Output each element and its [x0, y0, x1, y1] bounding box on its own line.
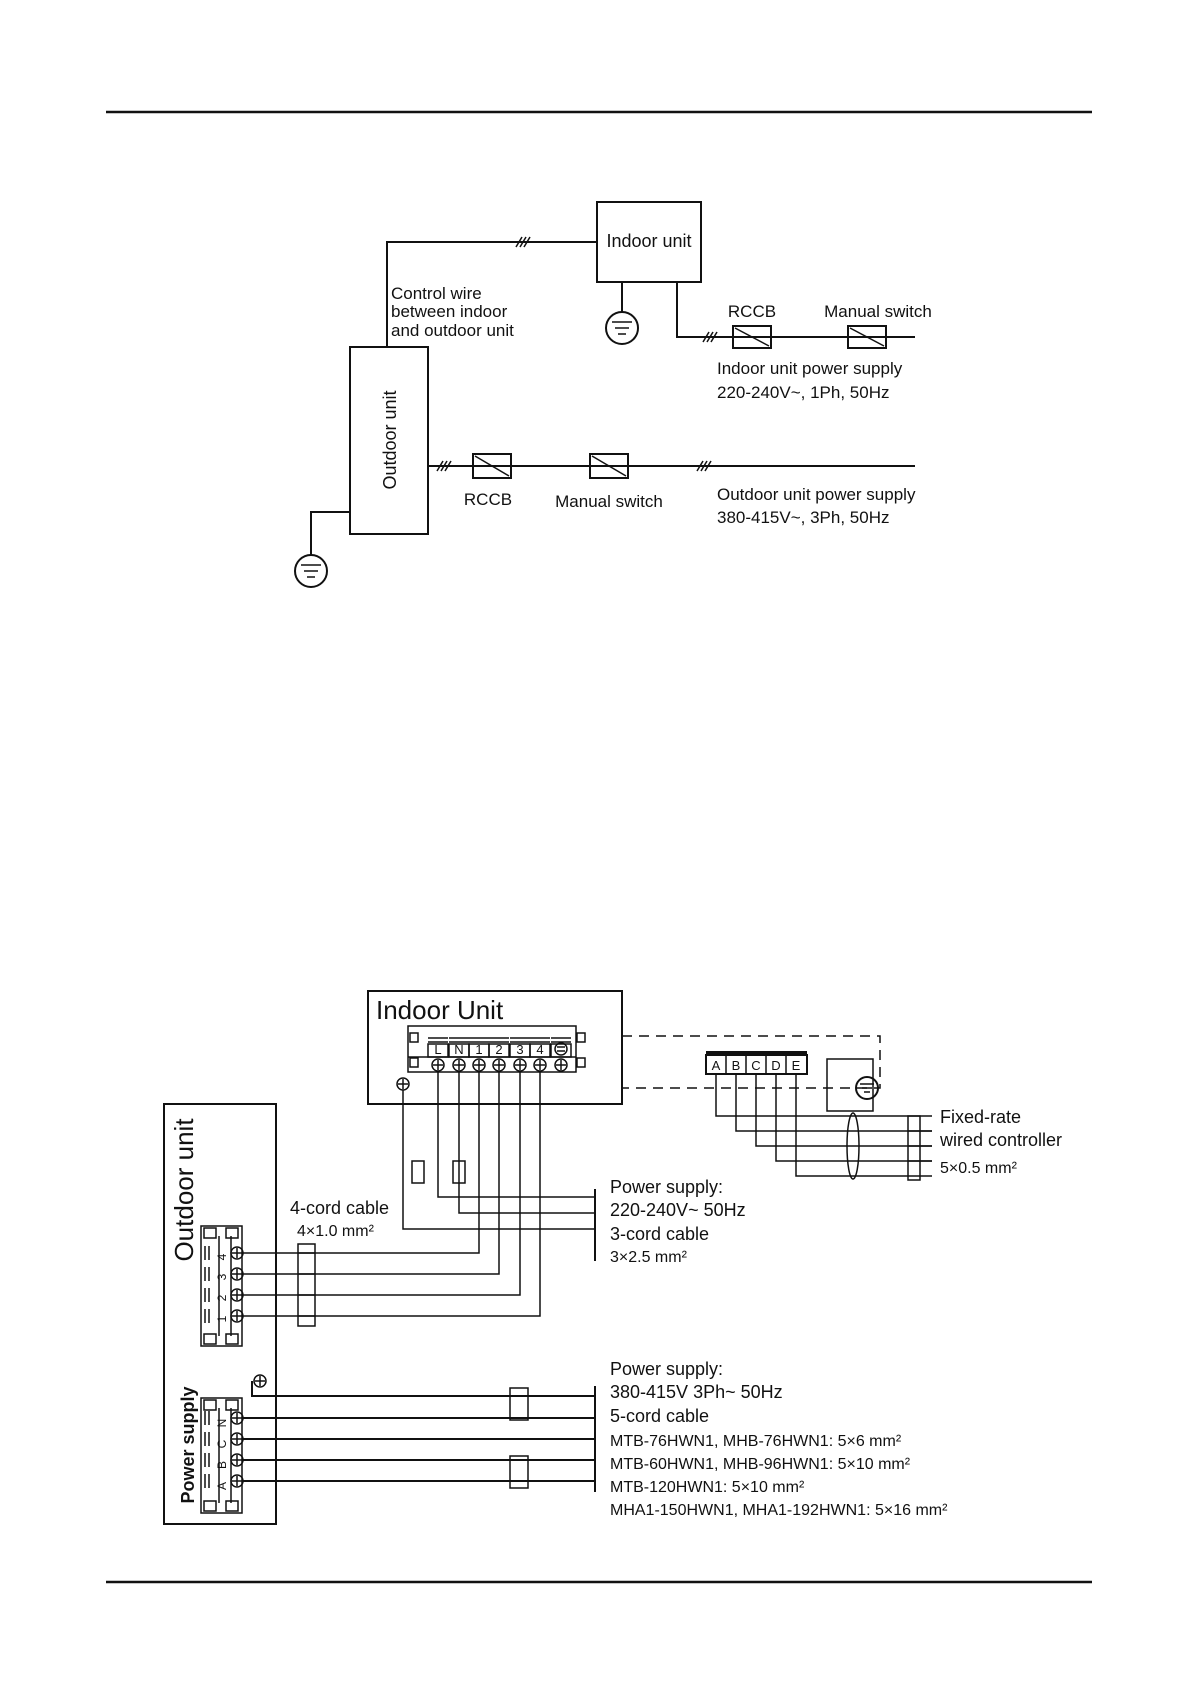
indoor-power-label-1: Indoor unit power supply [717, 359, 903, 378]
controller-label-2: wired controller [939, 1130, 1062, 1150]
terminal-3: 3 [516, 1042, 523, 1057]
indoor-unit-label: Indoor unit [606, 231, 691, 251]
controller-earth-box [826, 1058, 874, 1112]
outdoor-unit-box [163, 1103, 277, 1525]
indoor-supply-label-4: 3×2.5 mm² [610, 1249, 688, 1266]
outdoor-rccb-label: RCCB [464, 490, 512, 509]
indoor-manual-switch-label: Manual switch [824, 302, 932, 321]
terminal-1: 1 [475, 1042, 482, 1057]
indoor-manual-switch-icon [847, 325, 887, 349]
outdoor-power-label-1: Outdoor unit power supply [717, 485, 916, 504]
power-terminal-n: N [215, 1419, 229, 1428]
indoor-earth-screw-icon [396, 1077, 410, 1091]
outdoor-terminal-2: 2 [215, 1294, 229, 1301]
indoor-supply-label-2: 220-240V~ 50Hz [610, 1200, 746, 1220]
terminal-screw-icon [230, 1453, 244, 1467]
indoor-supply-label-1: Power supply: [610, 1177, 723, 1197]
terminal-screw-icon [230, 1432, 244, 1446]
outdoor-supply-label-6: MTB-120HWN1: 5×10 mm² [610, 1479, 805, 1496]
outdoor-manual-switch-icon [589, 453, 629, 479]
control-wire-label-2: between indoor [391, 302, 508, 321]
five-cord-wires [242, 1381, 595, 1482]
outdoor-supply-label-4: MTB-76HWN1, MHB-76HWN1: 5×6 mm² [610, 1433, 902, 1450]
indoor-unit-title: Indoor Unit [376, 995, 504, 1025]
controller-cable-clamp [846, 1112, 860, 1180]
terminal-a: A [712, 1058, 721, 1073]
terminal-screw-icon [513, 1058, 527, 1072]
terminal-c: C [751, 1058, 760, 1073]
outdoor-terminal-1: 1 [215, 1315, 229, 1322]
outdoor-unit-box [349, 346, 429, 535]
outdoor-terminal-block [200, 1225, 243, 1347]
terminal-n: N [454, 1042, 463, 1057]
controller-label-3: 5×0.5 mm² [940, 1160, 1018, 1177]
power-terminal-a: A [215, 1482, 229, 1490]
diagram-2: Indoor Unit L N 1 2 3 4 A B C D E [163, 990, 1062, 1525]
indoor-rccb-icon [732, 325, 772, 349]
controller-wires [715, 1074, 932, 1177]
terminal-screw-icon [431, 1058, 445, 1072]
terminal-screw-icon [230, 1474, 244, 1488]
power-terminal-b: B [215, 1461, 229, 1469]
terminal-l: L [434, 1042, 441, 1057]
cable-mark [702, 331, 718, 343]
indoor-supply-wires [402, 1072, 595, 1230]
outdoor-terminal-3: 3 [215, 1273, 229, 1280]
outdoor-power-label-2: 380-415V~, 3Ph, 50Hz [717, 508, 889, 527]
cable-mark [436, 460, 712, 472]
power-supply-title: Power supply [178, 1386, 198, 1503]
outdoor-supply-label-3: 5-cord cable [610, 1406, 709, 1426]
terminal-b: B [732, 1058, 741, 1073]
control-wire-label-1: Control wire [391, 284, 482, 303]
controller-label-1: Fixed-rate [940, 1107, 1021, 1127]
control-wire-label-3: and outdoor unit [391, 321, 514, 340]
cable-mark [515, 236, 531, 248]
terminal-screw-icon [452, 1058, 466, 1072]
indoor-terminal-block [407, 1025, 577, 1073]
outdoor-supply-label-5: MTB-60HWN1, MHB-96HWN1: 5×10 mm² [610, 1456, 911, 1473]
outdoor-supply-label-1: Power supply: [610, 1359, 723, 1379]
terminal-4: 4 [536, 1042, 543, 1057]
outdoor-manual-switch-label: Manual switch [555, 492, 663, 511]
terminal-e: E [792, 1058, 801, 1073]
terminal-screw-icon [492, 1058, 506, 1072]
four-cord-sleeve [297, 1243, 316, 1327]
indoor-supply-label-3: 3-cord cable [610, 1224, 709, 1244]
outdoor-earth-icon [294, 554, 328, 588]
power-terminal-c: C [215, 1439, 229, 1448]
indoor-unit-box [367, 990, 623, 1105]
terminal-screw-icon [230, 1288, 244, 1302]
outdoor-terminal-4: 4 [215, 1253, 229, 1260]
outdoor-unit-label: Outdoor unit [380, 390, 400, 489]
terminal-2: 2 [495, 1042, 502, 1057]
terminal-screw-icon [230, 1267, 244, 1281]
four-cord-label-1: 4-cord cable [290, 1198, 389, 1218]
terminal-screw-icon [230, 1246, 244, 1260]
outdoor-earth-screw-icon [253, 1374, 267, 1388]
indoor-earth-icon [605, 311, 639, 345]
terminal-screw-icon [230, 1309, 244, 1323]
power-terminal-block [200, 1397, 243, 1514]
outdoor-earth-wire [310, 511, 350, 556]
terminal-screw-icon [472, 1058, 486, 1072]
indoor-rccb-label: RCCB [728, 302, 776, 321]
indoor-power-label-2: 220-240V~, 1Ph, 50Hz [717, 383, 889, 402]
four-cord-label-2: 4×1.0 mm² [297, 1223, 375, 1240]
outdoor-supply-label-2: 380-415V 3Ph~ 50Hz [610, 1382, 783, 1402]
diagram-1: Indoor unit Outdoor unit Control wire be… [294, 201, 932, 588]
terminal-d: D [771, 1058, 780, 1073]
indoor-power-line [676, 282, 915, 338]
terminal-screw-icon [533, 1058, 547, 1072]
four-cord-wires [242, 1072, 541, 1317]
controller-earth-icon [855, 1076, 879, 1100]
outdoor-rccb-icon [472, 453, 512, 479]
controller-cable-sleeve [907, 1115, 921, 1181]
terminal-screw-icon [554, 1058, 568, 1072]
controller-dashed-cable [622, 1035, 881, 1089]
outdoor-unit-title: Outdoor unit [169, 1118, 199, 1262]
terminal-earth-icon [554, 1042, 568, 1056]
terminal-screw-icon [230, 1411, 244, 1425]
outdoor-supply-label-7: MHA1-150HWN1, MHA1-192HWN1: 5×16 mm² [610, 1502, 948, 1519]
